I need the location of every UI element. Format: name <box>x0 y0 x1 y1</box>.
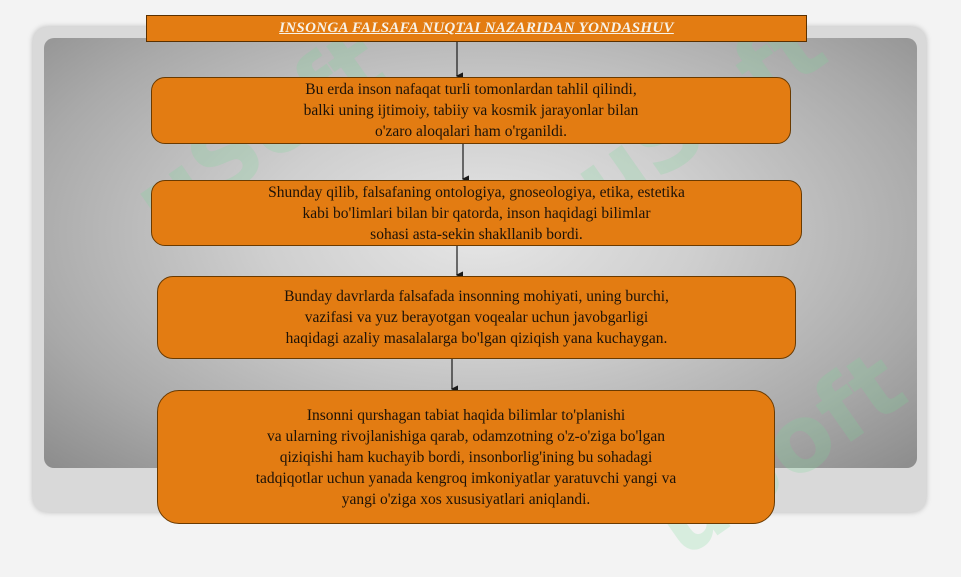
flow-box-1: Bu erda inson nafaqat turli tomonlardan … <box>151 77 791 144</box>
title-box: INSONGA FALSAFA NUQTAI NAZARIDAN YONDASH… <box>146 15 807 42</box>
flow-box-4-text: Insonni qurshagan tabiat haqida bilimlar… <box>255 406 677 508</box>
flow-box-3: Bunday davrlarda falsafada insonning moh… <box>157 276 796 359</box>
flow-box-2: Shunday qilib, falsafaning ontologiya, g… <box>151 180 802 246</box>
flow-box-4: Insonni qurshagan tabiat haqida bilimlar… <box>157 390 775 524</box>
flow-box-3-text: Bunday davrlarda falsafada insonning moh… <box>284 288 669 347</box>
slide-title: INSONGA FALSAFA NUQTAI NAZARIDAN YONDASH… <box>279 20 674 36</box>
connector-arrows <box>450 42 469 393</box>
flow-box-2-text: Shunday qilib, falsafaning ontologiya, g… <box>268 183 685 243</box>
flow-box-1-text: Bu erda inson nafaqat turli tomonlardan … <box>303 81 639 140</box>
